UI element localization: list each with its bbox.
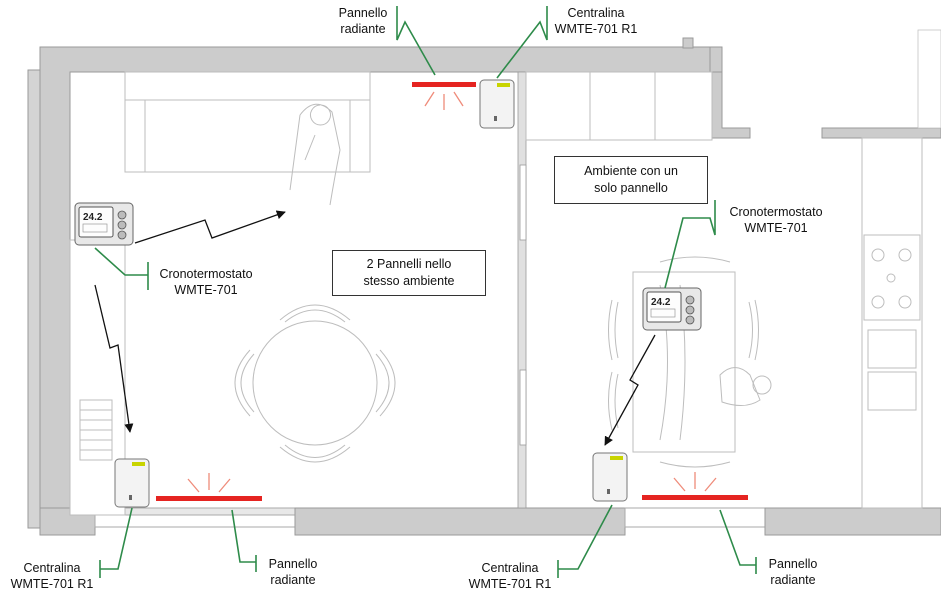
centralina-bottom-left-icon [114,458,150,508]
label-crono-right: Cronotermostato WMTE-701 [729,205,823,235]
box-one-panel: Ambiente con un solo pannello [554,156,708,204]
walls [27,29,941,536]
label-bottom-panel-right: Pannello radiante [768,557,818,587]
cronotermostato-left-icon [74,202,134,246]
radiant-panels [156,82,748,501]
wireless-signals [94,210,656,446]
label-bottom-panel-left: Pannello radiante [268,557,318,587]
cronotermostato-right-icon [642,287,702,331]
panel-bottom-right [642,495,748,500]
label-top-panel: Pannello radiante [338,6,388,36]
label-top-centralina: Centralina WMTE-701 R1 [554,6,638,36]
label-bottom-centralina-right: Centralina WMTE-701 R1 [468,561,552,591]
box-two-panels: 2 Pannelli nello stesso ambiente [332,250,486,296]
label-crono-left: Cronotermostato WMTE-701 [159,267,253,297]
panel-top [412,82,476,87]
label-bottom-centralina-left: Centralina WMTE-701 R1 [10,561,94,591]
centralina-bottom-right-icon [592,452,628,502]
centralina-top-icon [479,79,515,129]
leader-lines [94,6,757,578]
panel-bottom-left [156,496,262,501]
